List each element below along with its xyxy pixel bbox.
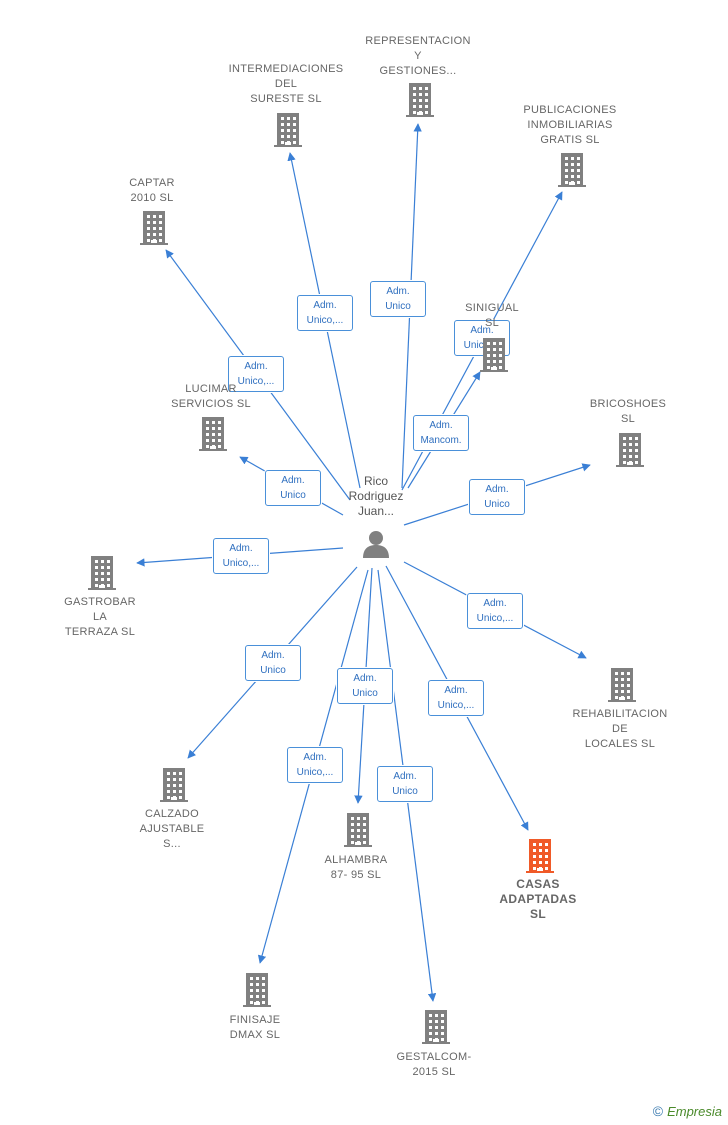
- building-icon[interactable]: [404, 82, 436, 118]
- company-representacion[interactable]: REPRESENTACION Y GESTIONES...: [348, 34, 488, 79]
- company-captar[interactable]: CAPTAR 2010 SL: [82, 176, 222, 206]
- company-label: CAPTAR 2010 SL: [129, 177, 175, 204]
- company-casas[interactable]: CASAS ADAPTADAS SL: [468, 877, 608, 922]
- company-label: GESTALCOM- 2015 SL: [396, 1051, 472, 1078]
- company-label: REHABILITACION DE LOCALES SL: [572, 708, 668, 750]
- building-icon[interactable]: [342, 812, 374, 848]
- company-rehabilitacion[interactable]: REHABILITACION DE LOCALES SL: [550, 707, 690, 752]
- company-sinigual[interactable]: SINIGUAL SL: [422, 301, 562, 331]
- company-finisaje[interactable]: FINISAJE DMAX SL: [185, 1013, 325, 1043]
- footer-brand[interactable]: ©Empresia: [653, 1103, 722, 1119]
- building-icon[interactable]: [606, 667, 638, 703]
- company-label: CALZADO AJUSTABLE S...: [139, 808, 205, 850]
- person-icon: [363, 531, 389, 558]
- building-icon[interactable]: [478, 337, 510, 373]
- company-calzado[interactable]: CALZADO AJUSTABLE S...: [102, 807, 242, 852]
- relation-label-captar[interactable]: Adm. Unico,...: [228, 356, 284, 392]
- company-label: BRICOSHOES SL: [589, 398, 667, 425]
- relation-label-gastrobar[interactable]: Adm. Unico,...: [213, 538, 269, 574]
- relation-label-casas[interactable]: Adm. Unico,...: [428, 680, 484, 716]
- company-label: FINISAJE DMAX SL: [229, 1014, 281, 1041]
- company-label: PUBLICACIONES INMOBILIARIAS GRATIS SL: [523, 104, 617, 146]
- relation-label-alhambra[interactable]: Adm. Unico: [337, 668, 393, 704]
- company-label: ALHAMBRA 87- 95 SL: [324, 854, 388, 881]
- company-gastrobar[interactable]: GASTROBAR LA TERRAZA SL: [30, 595, 170, 640]
- company-lucimar[interactable]: LUCIMAR SERVICIOS SL: [141, 382, 281, 412]
- relation-label-bricoshoes[interactable]: Adm. Unico: [469, 479, 525, 515]
- center-person[interactable]: Rico Rodriguez Juan...: [330, 474, 422, 559]
- company-label: GASTROBAR LA TERRAZA SL: [64, 596, 136, 638]
- building-icon[interactable]: [138, 210, 170, 246]
- company-label: LUCIMAR SERVICIOS SL: [171, 383, 251, 410]
- company-label: INTERMEDIACIONES DEL SURESTE SL: [228, 63, 344, 105]
- relation-label-sinigual[interactable]: Adm. Mancom.: [413, 415, 469, 451]
- company-label: CASAS ADAPTADAS SL: [499, 877, 577, 921]
- company-publicaciones[interactable]: PUBLICACIONES INMOBILIARIAS GRATIS SL: [500, 103, 640, 148]
- building-icon[interactable]: [241, 972, 273, 1008]
- company-label: REPRESENTACION Y GESTIONES...: [365, 35, 471, 77]
- building-icon[interactable]: [614, 432, 646, 468]
- relation-label-intermediaciones[interactable]: Adm. Unico,...: [297, 295, 353, 331]
- relation-label-gestalcom[interactable]: Adm. Unico: [377, 766, 433, 802]
- relation-label-rehabilitacion[interactable]: Adm. Unico,...: [467, 593, 523, 629]
- company-gestalcom[interactable]: GESTALCOM- 2015 SL: [364, 1050, 504, 1080]
- building-icon[interactable]: [272, 112, 304, 148]
- relation-label-calzado[interactable]: Adm. Unico: [245, 645, 301, 681]
- building-icon[interactable]: [420, 1009, 452, 1045]
- building-icon[interactable]: [556, 152, 588, 188]
- brand-name: Empresia: [667, 1104, 722, 1119]
- relation-label-finisaje[interactable]: Adm. Unico,...: [287, 747, 343, 783]
- building-icon[interactable]: [158, 767, 190, 803]
- building-icon[interactable]: [197, 416, 229, 452]
- building-icon[interactable]: [86, 555, 118, 591]
- building-icon[interactable]: [524, 838, 556, 874]
- person-name: Rico Rodriguez Juan...: [348, 474, 404, 518]
- company-intermediaciones[interactable]: INTERMEDIACIONES DEL SURESTE SL: [216, 62, 356, 107]
- company-bricoshoes[interactable]: BRICOSHOES SL: [558, 397, 698, 427]
- company-label: SINIGUAL SL: [465, 302, 519, 329]
- relation-label-representacion[interactable]: Adm. Unico: [370, 281, 426, 317]
- copyright-icon: ©: [652, 1103, 664, 1119]
- company-alhambra[interactable]: ALHAMBRA 87- 95 SL: [286, 853, 426, 883]
- relation-label-lucimar[interactable]: Adm. Unico: [265, 470, 321, 506]
